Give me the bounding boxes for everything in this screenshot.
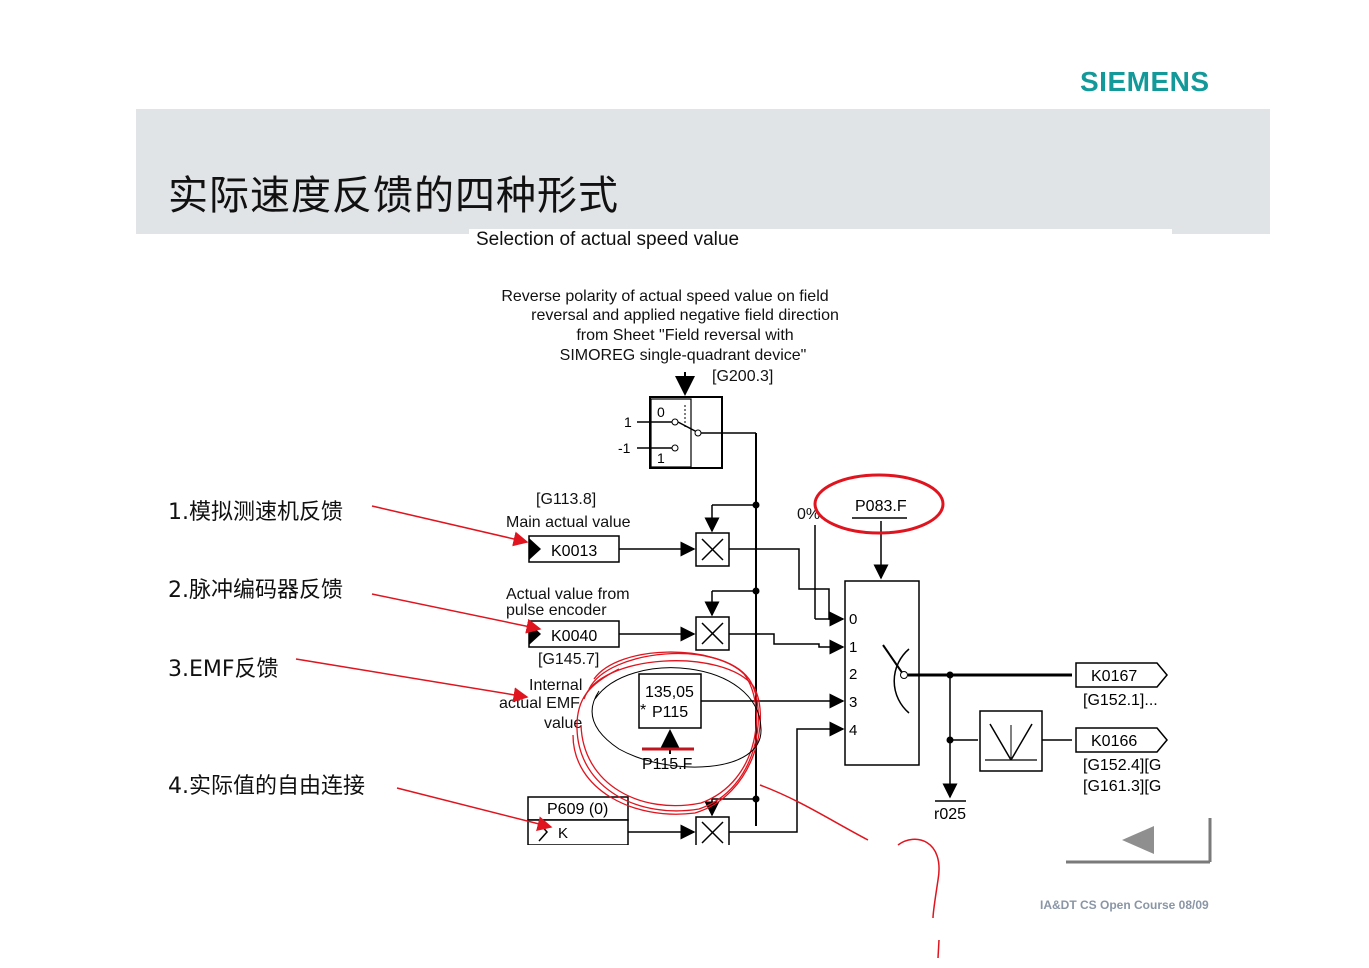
selector-in-4: 4 — [849, 722, 857, 739]
switch-in-1: 1 — [624, 414, 632, 430]
k0166-connector — [1075, 727, 1168, 753]
note-ref: [G200.3] — [712, 368, 773, 385]
emf-param: P115 — [652, 704, 688, 721]
k0040-label: K0040 — [551, 628, 597, 645]
emf-factor: 135,05 — [645, 684, 694, 701]
k0166-label: K0166 — [1091, 733, 1137, 750]
emf-param-box — [638, 673, 702, 729]
back-button[interactable] — [1064, 816, 1212, 864]
k0166-ref-1: [G152.4][G — [1083, 757, 1161, 774]
black-scribble — [591, 667, 762, 768]
k0167-connector — [1075, 662, 1168, 688]
selector-param: P083.F — [855, 498, 907, 515]
note-line-1: Reverse polarity of actual speed value o… — [501, 288, 828, 305]
p609-label: P609 (0) — [547, 801, 608, 818]
selector-in-3: 3 — [849, 694, 857, 711]
footer-course-label: IA&DT CS Open Course 08/09 — [1040, 898, 1209, 912]
note-line-4: SIMOREG single-quadrant device" — [560, 347, 807, 364]
multiplier-4 — [695, 816, 730, 845]
encoder-ref: [G145.7] — [538, 651, 599, 668]
header-band — [136, 109, 1270, 234]
encoder-label-2: pulse encoder — [506, 602, 607, 619]
zero-percent: 0% — [797, 506, 820, 523]
k0167-label: K0167 — [1091, 668, 1137, 685]
siemens-logo: SIEMENS — [1080, 66, 1210, 97]
encoder-label-1: Actual value from — [506, 586, 630, 603]
emf-label-3: value — [544, 715, 582, 732]
speed-selection-diagram: Selection of actual speed value Reverse … — [476, 229, 1168, 845]
r025-label: r025 — [934, 806, 966, 823]
switch-inner — [650, 398, 692, 468]
red-circle-p083 — [813, 473, 945, 535]
switch-pos-1: 1 — [657, 450, 665, 466]
slide-title: 实际速度反馈的四种形式 — [168, 173, 619, 219]
label-pulse-encoder: 2.脉冲编码器反馈 — [168, 578, 343, 603]
main-ref: [G113.8] — [536, 491, 596, 508]
main-label: Main actual value — [506, 514, 631, 531]
annotation-scribble-hook — [897, 838, 940, 919]
k-box — [527, 819, 629, 845]
label-emf: 3.EMF反馈 — [168, 657, 279, 682]
red-scribble — [572, 651, 761, 815]
label-analog-tacho: 1.模拟测速机反馈 — [168, 500, 343, 525]
switch-in-neg1: -1 — [618, 440, 631, 456]
k-label: K — [558, 825, 568, 842]
note-line-2: reversal and applied negative field dire… — [531, 307, 839, 324]
selector-in-1: 1 — [849, 639, 857, 656]
emf-star: * — [640, 702, 646, 719]
k0013-label: K0013 — [551, 543, 597, 560]
note-line-3: from Sheet "Field reversal with — [576, 327, 793, 344]
emf-label-1: Internal — [529, 677, 582, 694]
label-free-connection: 4.实际值的自由连接 — [168, 774, 365, 799]
k0013-box — [528, 535, 620, 563]
k0167-ref: [G152.1]... — [1083, 692, 1158, 709]
switch-pos-0: 0 — [657, 404, 665, 420]
emf-label-2: actual EMF — [499, 695, 580, 712]
selector-in-0: 0 — [849, 611, 857, 628]
diagram-heading: Selection of actual speed value — [476, 229, 739, 250]
k0166-ref-2: [G161.3][G — [1083, 778, 1161, 795]
triangle-left-icon — [1064, 816, 1212, 864]
selector-in-2: 2 — [849, 666, 857, 683]
diagram-panel: Selection of actual speed value Reverse … — [469, 229, 1172, 845]
